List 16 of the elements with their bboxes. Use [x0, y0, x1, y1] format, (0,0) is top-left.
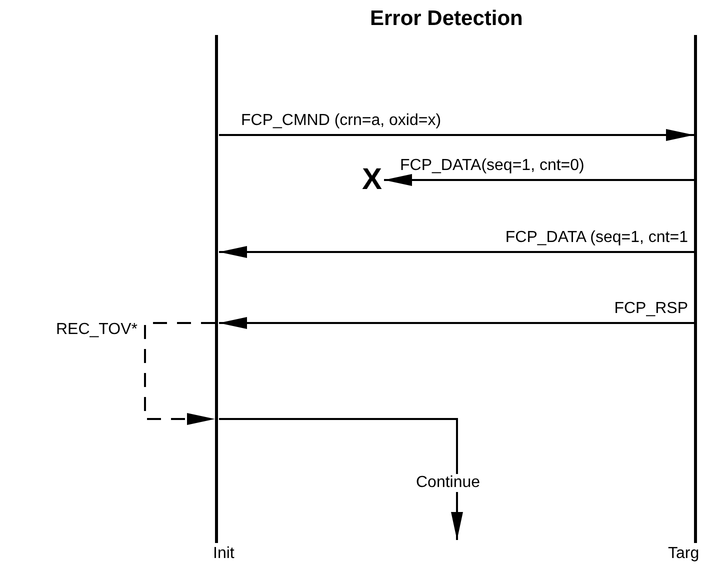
edge-label: FCP_DATA(seq=1, cnt=0)	[400, 158, 584, 174]
edge-label: Continue	[416, 474, 480, 492]
timeout-label: REC_TOV*	[56, 322, 138, 338]
edge-label: FCP_RSP	[614, 301, 688, 317]
arrow	[219, 418, 463, 540]
arrow	[219, 129, 694, 141]
arrow	[144, 322, 215, 425]
edge-label: FCP_DATA (seq=1, cnt=1	[505, 230, 688, 246]
arrow	[219, 246, 694, 258]
edge-label: FCP_CMND (crn=a, oxid=x)	[241, 113, 442, 129]
lifeline-label: Targ	[668, 546, 700, 562]
diagram-title: Error Detection	[370, 8, 523, 29]
lost-frame-mark: X	[362, 167, 382, 193]
arrow	[384, 174, 694, 186]
arrow	[219, 317, 694, 329]
lifeline-label: Init	[213, 546, 234, 562]
